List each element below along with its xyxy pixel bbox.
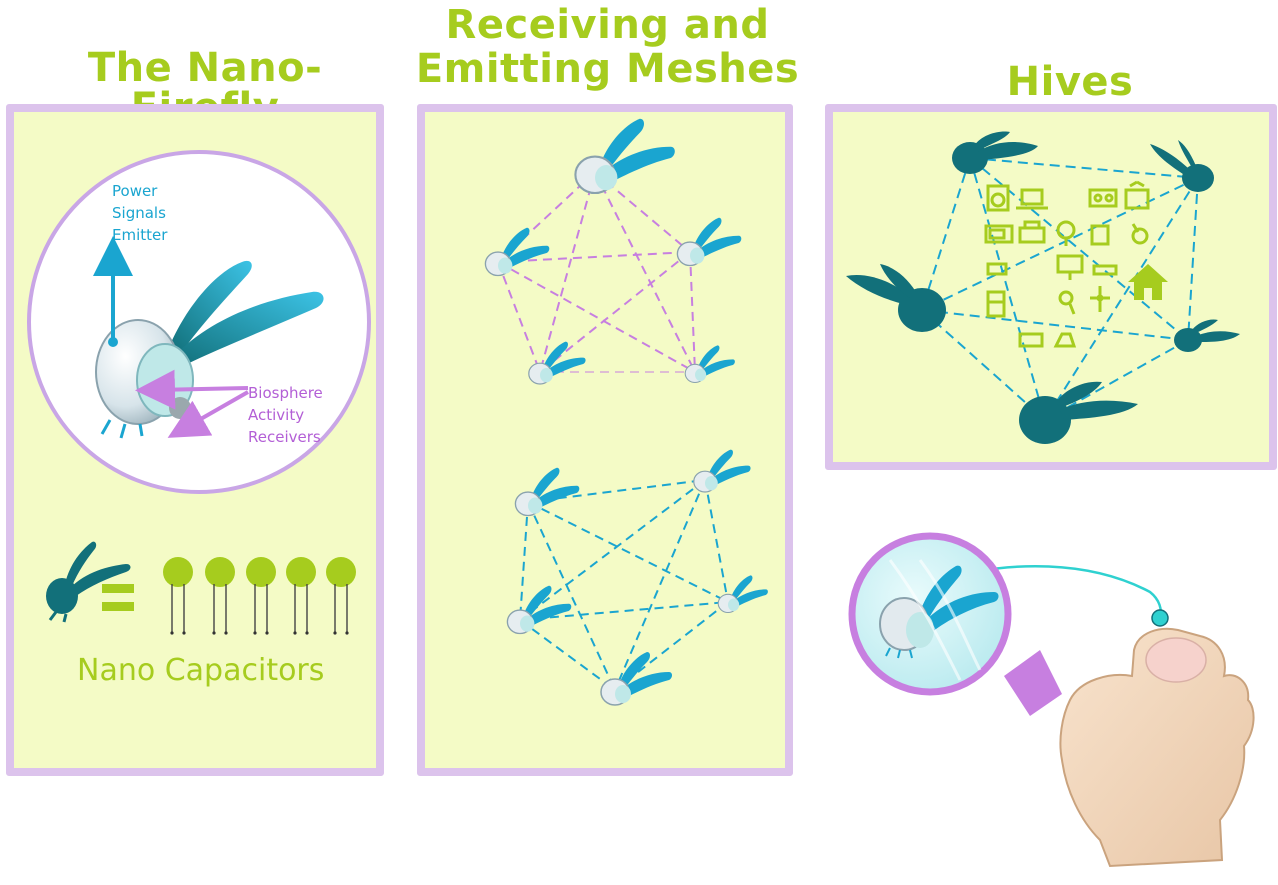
emitter-label-2: Signals (112, 204, 166, 222)
speaker-icon (986, 262, 1008, 276)
magnifier-handle (1004, 650, 1062, 716)
mesh-firefly-icon (717, 575, 768, 614)
mesh-firefly-icon (484, 227, 550, 277)
mesh-firefly-icon (528, 341, 586, 385)
hive-firefly-icon (1174, 319, 1240, 352)
radio-icon (1088, 188, 1118, 208)
emitter-label-1: Power (112, 182, 158, 200)
appliance-icons (984, 180, 1150, 348)
capacitor-icon (205, 557, 235, 635)
fingertip-firefly-icon (1151, 609, 1169, 627)
title-hives: Hives (1006, 59, 1134, 105)
magnified-firefly-icon (879, 559, 999, 681)
hand-icon (1059, 627, 1255, 868)
emitter-label-3: Emitter (112, 226, 168, 244)
printer-icon (1018, 220, 1046, 244)
microwave-icon (984, 224, 1014, 244)
mesh-firefly-icon (676, 217, 742, 267)
monitor-icon (1056, 254, 1084, 280)
capacitor-icon (246, 557, 276, 635)
vacuum-icon (1131, 223, 1149, 245)
router-icon (1092, 264, 1118, 276)
kettle-icon (1090, 224, 1110, 246)
capacitor-icon (326, 557, 356, 635)
receiver-label-2: Activity (248, 406, 304, 424)
title-meshes-line-2: Emitting Meshes (415, 46, 800, 92)
hive-firefly-icon (952, 131, 1038, 174)
receiver-label-1: Biosphere (248, 384, 323, 402)
mesh-firefly-icon (693, 449, 751, 493)
receiver-arrow-1 (135, 369, 249, 410)
hive-firefly-icon (846, 264, 946, 332)
fridge-icon (986, 290, 1006, 318)
mesh-firefly-icon (506, 585, 572, 635)
meshes-panel (417, 104, 793, 776)
hairdryer-icon (1058, 290, 1076, 315)
fan-icon (1090, 286, 1110, 312)
capacitor-icons (163, 557, 356, 635)
house-icon (1128, 264, 1168, 300)
equals-sign-top (102, 584, 134, 593)
washing-machine-icon (986, 184, 1010, 212)
emitting-mesh (519, 479, 729, 691)
equals-sign-bottom (102, 602, 134, 611)
capacitor-icon (286, 557, 316, 635)
mesh-firefly-icon (574, 118, 675, 195)
tv-icon (1124, 180, 1150, 210)
nano-capacitors-label: Nano Capacitors (77, 653, 324, 688)
mesh-firefly-icon (600, 652, 672, 706)
toaster-icon (1018, 332, 1044, 348)
mesh-firefly-icon (684, 345, 735, 384)
receiver-arrow-2 (167, 390, 249, 438)
hive-firefly-icon (1019, 381, 1138, 444)
title-meshes-line-1: Receiving and (445, 2, 770, 48)
laptop-icon (1016, 188, 1048, 210)
firefly-silhouette-icon (46, 541, 131, 623)
receiving-mesh (497, 171, 696, 373)
title-meshes: Receiving and Emitting Meshes (415, 5, 800, 89)
receiver-label-3: Receivers (248, 428, 321, 446)
hive-firefly-icon (1150, 140, 1214, 192)
capacitor-icon (163, 557, 193, 635)
bulb-icon (1056, 220, 1076, 246)
mesh-firefly-icon (514, 467, 580, 517)
iron-icon (1053, 332, 1077, 348)
